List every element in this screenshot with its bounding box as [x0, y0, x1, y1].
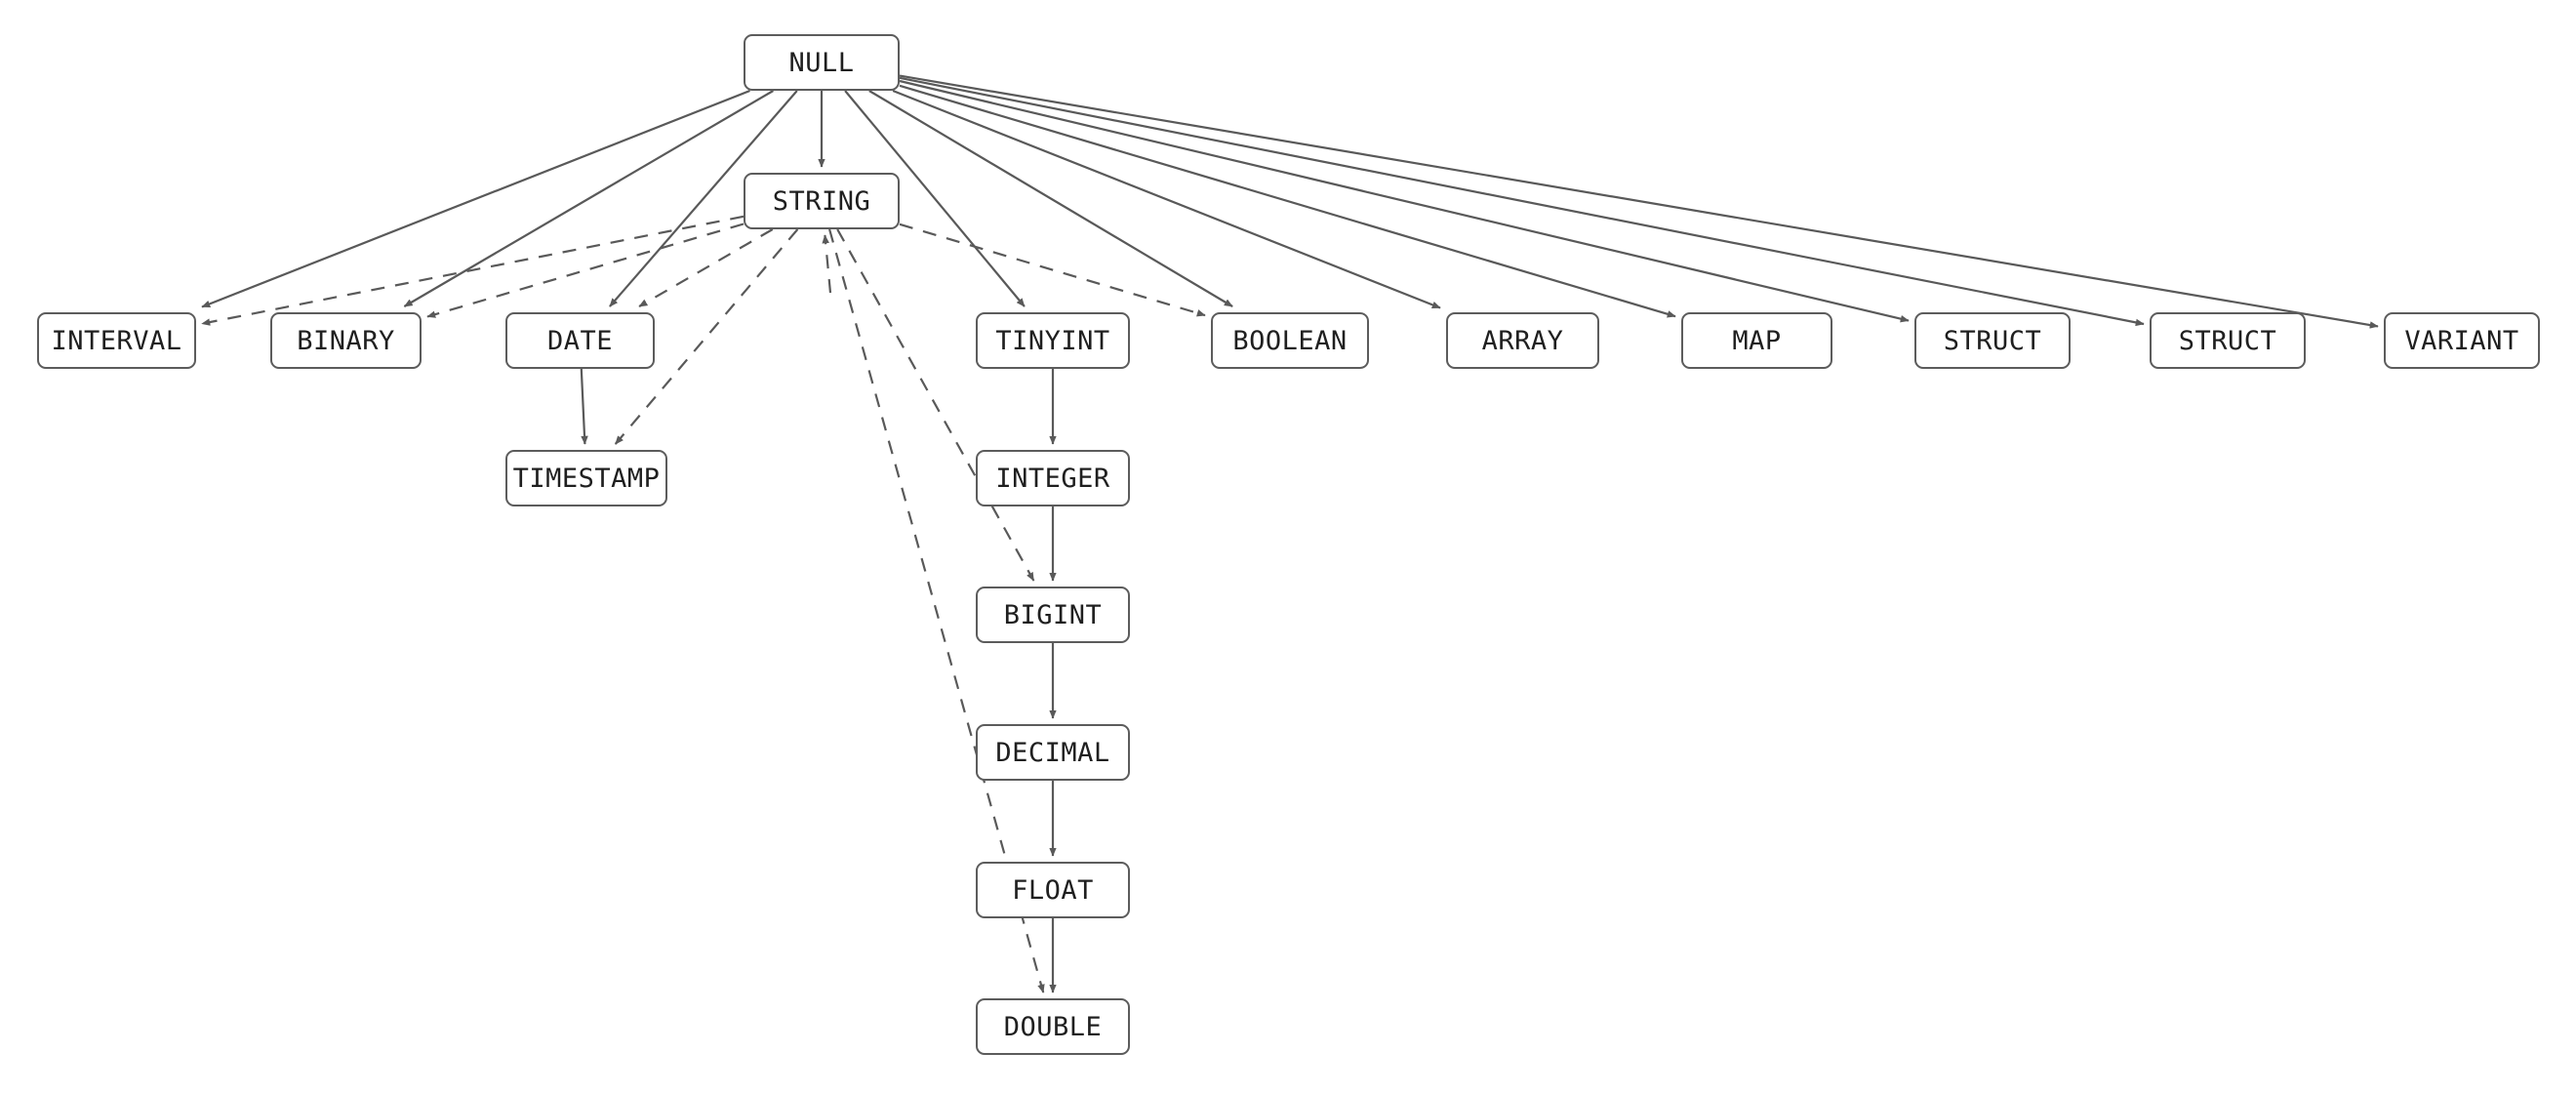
- node-date[interactable]: DATE: [505, 312, 655, 369]
- node-binary[interactable]: BINARY: [270, 312, 422, 369]
- node-array[interactable]: ARRAY: [1446, 312, 1599, 369]
- node-integer[interactable]: INTEGER: [976, 450, 1130, 506]
- edge-dashed-string-to-boolean: [899, 223, 1206, 317]
- node-tinyint[interactable]: TINYINT: [976, 312, 1130, 369]
- edge-solid-date-to-timestamp: [580, 368, 588, 445]
- node-string[interactable]: STRING: [744, 173, 900, 229]
- edge-dashed-string-to-date: [638, 228, 774, 307]
- node-bigint[interactable]: BIGINT: [976, 587, 1130, 643]
- edge-dashed-string-to-bigint: [836, 228, 1035, 582]
- node-label: DOUBLE: [1003, 1011, 1103, 1042]
- edge-solid-null-to-date: [609, 90, 798, 307]
- node-decimal[interactable]: DECIMAL: [976, 724, 1130, 781]
- node-double[interactable]: DOUBLE: [976, 998, 1130, 1055]
- node-interval[interactable]: INTERVAL: [37, 312, 196, 369]
- node-label: BINARY: [297, 325, 395, 356]
- node-label: TINYINT: [995, 325, 1110, 356]
- node-label: FLOAT: [1012, 874, 1094, 906]
- edge-dashed-incoming-string: [822, 234, 832, 294]
- node-boolean[interactable]: BOOLEAN: [1211, 312, 1369, 369]
- node-label: BOOLEAN: [1232, 325, 1348, 356]
- node-timestamp[interactable]: TIMESTAMP: [505, 450, 667, 506]
- edge-solid-null-to-tinyint: [844, 90, 1026, 307]
- node-struct1[interactable]: STRUCT: [1914, 312, 2071, 369]
- node-float[interactable]: FLOAT: [976, 862, 1130, 918]
- node-label: MAP: [1732, 325, 1782, 356]
- edge-solid-null-to-interval: [201, 89, 750, 308]
- node-label: STRING: [772, 185, 871, 217]
- edge-solid-null-to-array: [892, 89, 1441, 309]
- edge-solid-null-to-boolean: [868, 90, 1233, 307]
- node-struct2[interactable]: STRUCT: [2150, 312, 2306, 369]
- node-label: NULL: [788, 47, 855, 78]
- node-label: STRUCT: [2178, 325, 2277, 356]
- edge-solid-null-to-map: [899, 84, 1676, 318]
- node-label: TIMESTAMP: [512, 463, 661, 494]
- node-label: BIGINT: [1003, 599, 1103, 630]
- edge-dashed-string-to-interval: [201, 215, 745, 326]
- edge-solid-null-to-binary: [403, 90, 774, 307]
- edge-dashed-string-to-binary: [426, 223, 745, 318]
- node-label: STRUCT: [1943, 325, 2042, 356]
- node-null[interactable]: NULL: [744, 34, 900, 91]
- node-label: INTEGER: [995, 463, 1110, 494]
- edge-solid-null-to-struct2: [899, 76, 2145, 327]
- solid-edges-group: [201, 74, 2379, 993]
- node-label: DECIMAL: [995, 737, 1110, 768]
- node-variant[interactable]: VARIANT: [2384, 312, 2540, 369]
- node-map[interactable]: MAP: [1681, 312, 1832, 369]
- node-label: VARIANT: [2404, 325, 2519, 356]
- edge-solid-null-to-variant: [899, 74, 2379, 329]
- node-label: INTERVAL: [51, 325, 182, 356]
- node-label: DATE: [546, 325, 614, 356]
- node-label: ARRAY: [1481, 325, 1564, 356]
- edge-solid-null-to-struct1: [899, 79, 1910, 323]
